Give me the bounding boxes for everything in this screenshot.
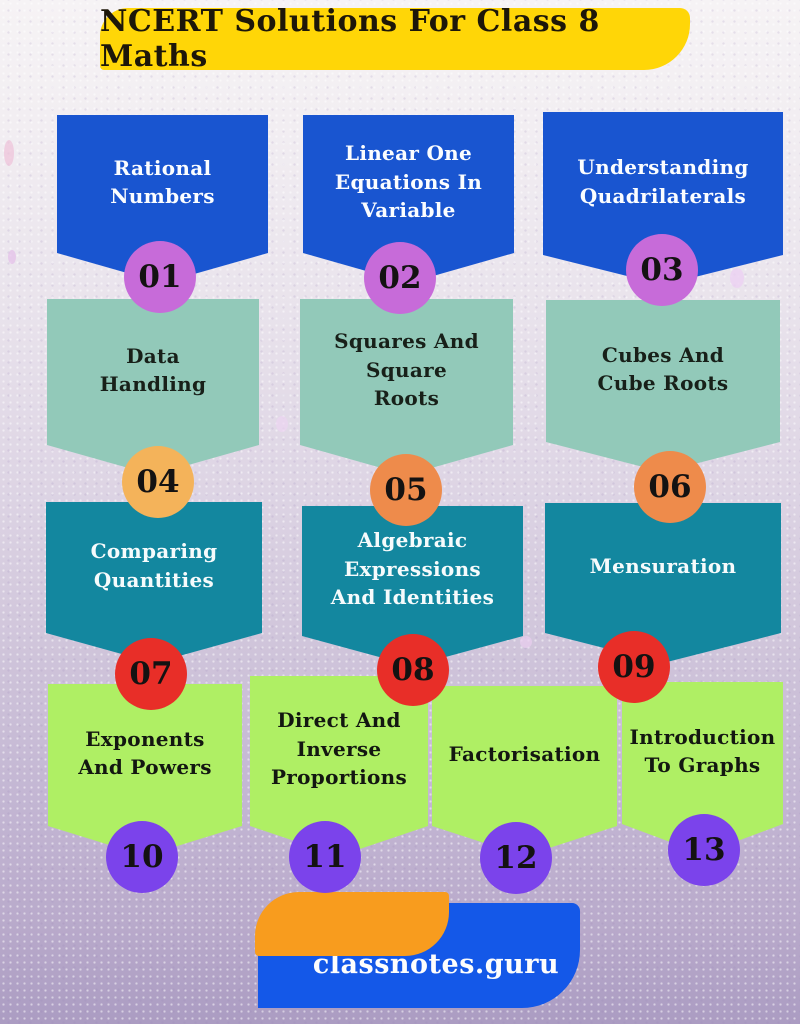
chapter-number: 11 [303,839,347,875]
chapter-number: 05 [384,472,428,508]
chapter-number-badge: 10 [106,821,178,893]
chapter-number-badge: 12 [480,822,552,894]
speck-decoration [730,268,744,288]
chapter-number: 13 [682,832,726,868]
chapter-number-badge: 02 [364,242,436,314]
chapter-title: Algebraic Expressions And Identities [330,528,495,610]
speck-decoration [8,250,16,264]
chapter-number: 12 [494,840,538,876]
brand-logo-orange-shape [255,892,449,956]
chapter-title: Factorisation [448,741,601,766]
chapter-card-squares-and-square-roots: Squares And Square Roots [300,299,513,475]
chapter-number: 10 [120,839,164,875]
chapter-title: Rational Numbers [110,155,215,208]
chapter-title: Cubes And Cube Roots [597,342,729,395]
chapter-number: 08 [391,652,435,688]
chapter-title: Linear One Equations In Variable [334,141,483,223]
chapter-title: Comparing Quantities [90,539,218,592]
chapter-number-badge: 09 [598,631,670,703]
chapter-card-cubes-and-cube-roots: Cubes And Cube Roots [546,300,780,472]
chapter-number-badge: 01 [124,241,196,313]
chapter-number: 02 [378,260,422,296]
page-title: NCERT Solutions For Class 8 Maths [100,4,600,74]
title-banner: NCERT Solutions For Class 8 Maths [100,4,690,74]
speck-decoration [520,636,532,648]
chapter-number-badge: 11 [289,821,361,893]
chapter-number-badge: 05 [370,454,442,526]
chapter-number: 03 [640,252,684,288]
chapter-number: 07 [129,656,173,692]
chapter-title: Squares And Square Roots [334,329,479,411]
chapter-number: 09 [612,649,656,685]
speck-decoration [4,140,14,166]
chapter-number-badge: 06 [634,451,706,523]
chapter-title: Introduction To Graphs [629,724,776,777]
chapter-title: Exponents And Powers [78,726,212,779]
chapter-number-badge: 08 [377,634,449,706]
chapter-title: Data Handling [99,343,207,396]
chapter-number-badge: 07 [115,638,187,710]
chapter-title: Direct And Inverse Proportions [270,708,408,790]
chapter-number: 06 [648,469,692,505]
chapter-number: 01 [138,259,182,295]
chapter-number: 04 [136,464,180,500]
chapter-number-badge: 03 [626,234,698,306]
chapter-card-mensuration: Mensuration [545,503,781,663]
chapter-title: Mensuration [589,553,737,578]
speck-decoration [276,416,288,432]
chapter-title: Understanding Quadrilaterals [577,155,749,208]
chapter-number-badge: 04 [122,446,194,518]
chapter-number-badge: 13 [668,814,740,886]
